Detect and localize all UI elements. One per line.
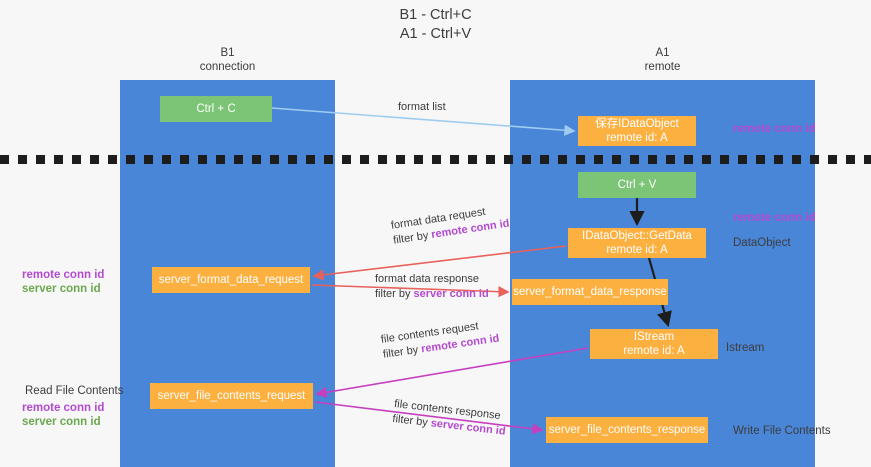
swimlane-header-b1: B1 connection [120,46,335,74]
annotation-remote-conn-id-top: remote conn id [733,123,816,135]
node-save-idataobject[interactable]: 保存IDataObject remote id: A [578,116,696,146]
node-idataobject-getdata[interactable]: IDataObject::GetData remote id: A [568,228,706,258]
diagram-title: B1 - Ctrl+C A1 - Ctrl+V [0,6,871,44]
title-line-2: A1 - Ctrl+V [399,26,472,42]
edge-label-format-data-request: format data request filter by remote con… [390,202,511,249]
annotation-remote-conn-id-mid: remote conn id [733,212,816,224]
annotation-left-server-conn-id-2: server conn id [22,416,101,428]
node-idataobject-getdata-subtitle: remote id: A [606,244,668,256]
node-ctrl-v[interactable]: Ctrl + V [578,172,696,198]
annotation-left-conn-ids-2: remote conn id server conn id [22,401,104,429]
annotation-write-file-contents: Write File Contents [733,425,831,437]
swimlane-b1-role: connection [199,61,256,73]
node-istream-label: IStream [633,331,675,343]
node-ctrl-c[interactable]: Ctrl + C [160,96,272,122]
annotation-left-conn-ids-1: remote conn id server conn id [22,268,104,296]
annotation-dataobject: DataObject [733,237,791,249]
edge-label-format-data-response-filter: filter by server conn id [375,288,489,300]
node-server-format-data-request[interactable]: server_format_data_request [152,267,310,293]
edge-label-file-contents-request: file contents request filter by remote c… [380,317,500,363]
swimlane-a1-role: remote [644,61,681,73]
filter-key-server-conn-id: server conn id [413,288,489,300]
annotation-left-remote-conn-id-1: remote conn id [22,269,105,281]
node-istream[interactable]: IStream remote id: A [590,329,718,359]
edge-label-file-contents-response: file contents response filter by server … [392,397,508,440]
node-istream-subtitle: remote id: A [623,345,685,357]
node-server-file-contents-response[interactable]: server_file_contents_response [546,417,708,443]
node-server-format-data-request-label: server_format_data_request [158,274,304,286]
node-save-idataobject-label: 保存IDataObject [595,118,679,130]
node-server-file-contents-response-label: server_file_contents_response [548,424,706,436]
annotation-left-server-conn-id-1: server conn id [22,283,101,295]
swimlane-header-a1: A1 remote [510,46,815,74]
edge-label-format-list: format list [398,100,446,115]
edge-label-format-list-text: format list [398,101,446,113]
annotation-left-remote-conn-id-2: remote conn id [22,402,105,414]
node-server-file-contents-request-label: server_file_contents_request [157,390,306,402]
node-server-format-data-response-label: server_format_data_response [513,286,667,298]
swimlane-b1-name: B1 [220,47,235,59]
node-server-file-contents-request[interactable]: server_file_contents_request [150,383,313,409]
node-ctrl-c-label: Ctrl + C [196,103,236,115]
edge-label-format-data-response: format data response filter by server co… [375,272,489,302]
phase-divider [0,155,871,164]
annotation-read-file-contents: Read File Contents [25,385,124,397]
node-server-format-data-response[interactable]: server_format_data_response [512,279,668,305]
annotation-istream: Istream [726,342,765,354]
title-line-1: B1 - Ctrl+C [399,7,472,23]
node-ctrl-v-label: Ctrl + V [617,179,657,191]
swimlane-a1-name: A1 [655,47,670,59]
node-save-idataobject-subtitle: remote id: A [606,132,668,144]
node-idataobject-getdata-label: IDataObject::GetData [582,230,692,242]
edge-label-format-data-response-text: format data response [375,273,479,285]
